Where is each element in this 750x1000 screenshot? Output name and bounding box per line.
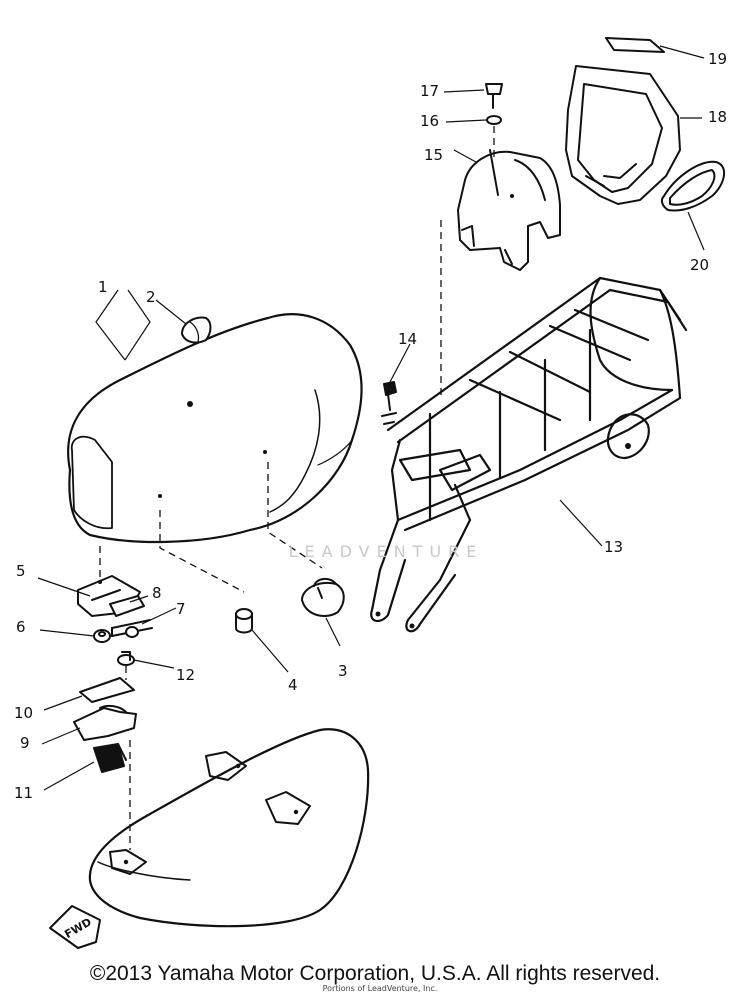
lens-part-19[interactable] xyxy=(605,37,665,53)
callout-8: 8 xyxy=(152,584,162,602)
spacer-part-4[interactable] xyxy=(235,608,253,634)
callout-14: 14 xyxy=(398,330,417,348)
callout-6: 6 xyxy=(16,618,26,636)
callout-5: 5 xyxy=(16,562,26,580)
seat-frame-part-13[interactable] xyxy=(370,276,688,633)
callout-9: 9 xyxy=(20,734,30,752)
washer-part-16[interactable] xyxy=(486,115,502,125)
callout-19: 19 xyxy=(708,50,727,68)
bolt-part-17[interactable] xyxy=(485,83,503,109)
callout-16: 16 xyxy=(420,112,439,130)
callout-1: 1 xyxy=(98,278,108,296)
gasket-part-20[interactable] xyxy=(660,160,726,212)
callout-13: 13 xyxy=(604,538,623,556)
damper-part-3[interactable] xyxy=(301,578,345,617)
callout-17: 17 xyxy=(420,82,439,100)
plate-part-8[interactable] xyxy=(109,595,145,617)
cap-part-2[interactable] xyxy=(181,316,212,344)
nut-part-6[interactable] xyxy=(93,629,111,643)
plate-part-10[interactable] xyxy=(79,677,135,703)
bolt-part-14[interactable] xyxy=(381,381,397,425)
callout-12: 12 xyxy=(176,666,195,684)
fwd-arrow xyxy=(49,905,101,949)
copyright-text: ©2013 Yamaha Motor Corporation, U.S.A. A… xyxy=(89,962,661,985)
callout-3: 3 xyxy=(338,662,348,680)
callout-15: 15 xyxy=(424,146,443,164)
watermark-text: LEADVENTURE xyxy=(288,542,484,561)
callout-11: 11 xyxy=(14,784,33,802)
callout-2: 2 xyxy=(146,288,156,306)
seat-pan xyxy=(88,728,370,928)
callout-18: 18 xyxy=(708,108,727,126)
pin-part-7[interactable] xyxy=(111,619,153,638)
callout-20: 20 xyxy=(690,256,709,274)
small-credit-text: Portions of LeadVenture, Inc. xyxy=(322,984,438,993)
collar-part-12[interactable] xyxy=(117,651,135,666)
callout-4: 4 xyxy=(288,676,298,694)
bracket-part-15[interactable] xyxy=(457,149,561,271)
hinge-part-9[interactable] xyxy=(73,704,137,741)
leader-lines xyxy=(37,45,705,791)
callout-7: 7 xyxy=(176,600,186,618)
tail-cover-part-18[interactable] xyxy=(565,65,681,205)
clip-part-11[interactable] xyxy=(93,743,127,773)
callout-10: 10 xyxy=(14,704,33,722)
seat-part-1[interactable] xyxy=(67,313,363,544)
assembly-guide-lines xyxy=(99,126,495,850)
